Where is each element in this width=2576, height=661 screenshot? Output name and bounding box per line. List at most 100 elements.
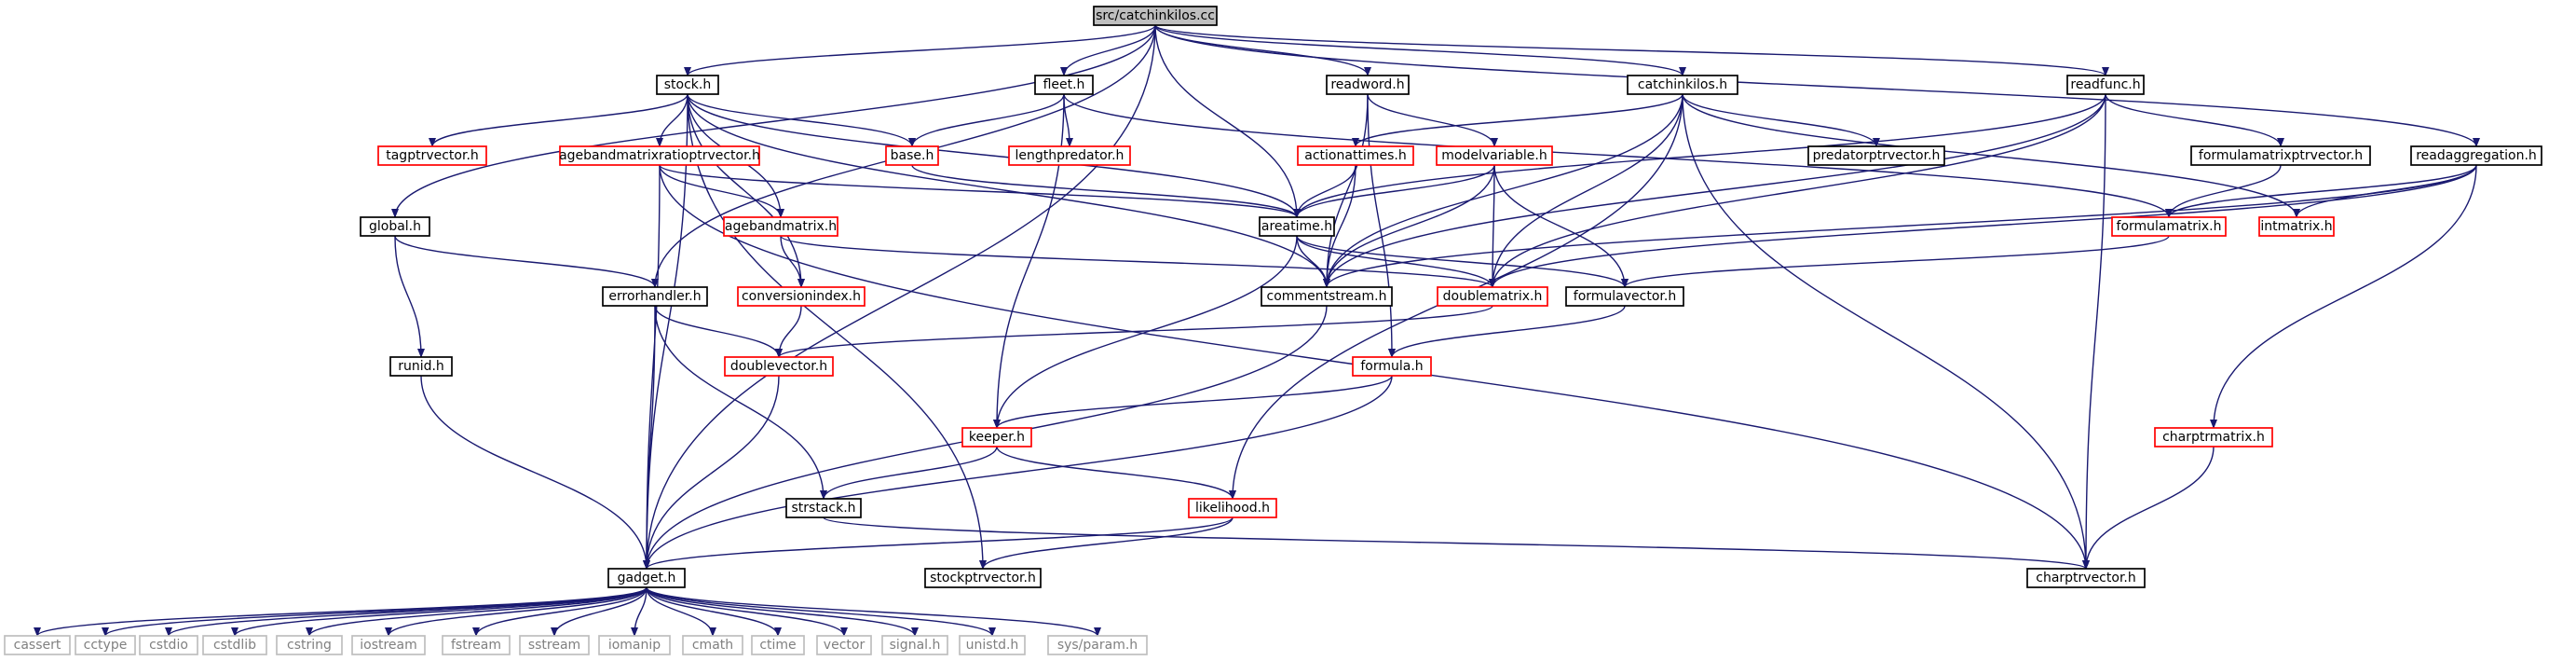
- node-box: [607, 568, 686, 588]
- node-base_h[interactable]: base.h: [885, 145, 939, 166]
- node-stock_h[interactable]: stock.h: [656, 75, 719, 95]
- edge-agebandmatrixratioptrvector_h-to-gadget_h: [643, 164, 661, 570]
- node-label: keeper.h: [969, 430, 1025, 445]
- node-formula_h[interactable]: formula.h: [1352, 356, 1432, 377]
- node-cassert: cassert: [4, 635, 71, 655]
- node-box: [1807, 145, 1945, 166]
- node-formulamatrixptrvector_h[interactable]: formulamatrixptrvector.h: [2190, 145, 2371, 166]
- node-lengthpredator_h[interactable]: lengthpredator.h: [1008, 145, 1131, 166]
- node-label: doublevector.h: [730, 359, 827, 374]
- node-keeper_h[interactable]: keeper.h: [961, 427, 1032, 448]
- node-formulamatrix_h[interactable]: formulamatrix.h: [2111, 216, 2227, 237]
- node-label: readaggregation.h: [2416, 148, 2537, 163]
- edge-errorhandler_h-to-strstack_h: [654, 305, 827, 500]
- node-label: gadget.h: [618, 571, 676, 585]
- node-stockptrvector_h[interactable]: stockptrvector.h: [924, 568, 1042, 588]
- node-strstack_h[interactable]: strstack.h: [785, 498, 862, 518]
- edge-catchinkilos_h-to-predatorptrvector_h: [1682, 93, 1880, 147]
- node-label: formulamatrix.h: [2117, 219, 2222, 234]
- edge-catchinkilos_h-to-intmatrix_h: [1682, 93, 2300, 218]
- edge-readword_h-to-commentstream_h: [1323, 93, 1369, 288]
- node-modelvariable_h[interactable]: modelvariable.h: [1436, 145, 1553, 166]
- edge-stock_h-to-conversionindex_h: [687, 93, 805, 288]
- node-cctype: cctype: [75, 635, 136, 655]
- node-box: [442, 635, 511, 655]
- node-box: [2154, 427, 2273, 448]
- node-readaggregation_h[interactable]: readaggregation.h: [2410, 145, 2542, 166]
- node-box: [959, 635, 1026, 655]
- edge-stock_h-to-base_h: [687, 93, 916, 147]
- edge-fleet_h-to-keeper_h: [993, 93, 1065, 429]
- edge-conversionindex_h-to-doublevector_h: [775, 305, 802, 358]
- node-label: predatorptrvector.h: [1813, 148, 1941, 163]
- node-doublevector_h[interactable]: doublevector.h: [724, 356, 834, 377]
- edge-agebandmatrixratioptrvector_h-to-areatime_h: [659, 164, 1301, 218]
- node-box: [75, 635, 136, 655]
- node-catchinkilos_h[interactable]: catchinkilos.h: [1627, 75, 1738, 95]
- node-box: [602, 286, 708, 307]
- edge-readfunc_h-to-formulamatrixptrvector_h: [2105, 93, 2284, 147]
- node-agebandmatrix_h[interactable]: agebandmatrix.h: [723, 216, 838, 237]
- node-tagptrvector_h[interactable]: tagptrvector.h: [377, 145, 487, 166]
- node-box: [276, 635, 343, 655]
- node-box: [2190, 145, 2371, 166]
- node-formulavector_h[interactable]: formulavector.h: [1565, 286, 1684, 307]
- node-box: [377, 145, 487, 166]
- node-box: [139, 635, 198, 655]
- node-intmatrix_h[interactable]: intmatrix.h: [2258, 216, 2335, 237]
- node-agebandmatrixratioptrvector_h[interactable]: agebandmatrixratioptrvector.h: [559, 145, 760, 166]
- edge-likelihood_h-to-gadget_h: [643, 516, 1233, 570]
- node-box: [881, 635, 948, 655]
- node-box: [360, 216, 430, 237]
- node-catchinkilos_cc[interactable]: src/catchinkilos.cc: [1093, 6, 1218, 26]
- edge-areatime_h-to-commentstream_h: [1296, 235, 1330, 288]
- node-label: unistd.h: [966, 638, 1019, 653]
- node-box: [924, 568, 1042, 588]
- node-iostream: iostream: [351, 635, 426, 655]
- node-box: [785, 498, 862, 518]
- node-predatorptrvector_h[interactable]: predatorptrvector.h: [1807, 145, 1945, 166]
- edge-charptrmatrix_h-to-charptrvector_h: [2082, 446, 2215, 570]
- edge-errorhandler_h-to-doublevector_h: [654, 305, 783, 358]
- node-ctime: ctime: [751, 635, 805, 655]
- node-box: [1008, 145, 1131, 166]
- node-box: [2410, 145, 2542, 166]
- edge-modelvariable_h-to-doublematrix_h: [1489, 164, 1497, 288]
- edge-formula_h-to-keeper_h: [993, 375, 1393, 429]
- edge-catchinkilos_cc-to-gadget_h: [643, 24, 1156, 570]
- node-actionattimes_h[interactable]: actionattimes.h: [1297, 145, 1414, 166]
- node-gadget_h[interactable]: gadget.h: [607, 568, 686, 588]
- node-global_h[interactable]: global.h: [360, 216, 430, 237]
- node-box: [737, 286, 865, 307]
- edge-readaggregation_h-to-commentstream_h: [1323, 164, 2477, 288]
- node-likelihood_h[interactable]: likelihood.h: [1188, 498, 1277, 518]
- node-label: signal.h: [890, 638, 941, 653]
- edge-global_h-to-errorhandler_h: [394, 235, 659, 288]
- node-box: [351, 635, 426, 655]
- node-cmath: cmath: [682, 635, 743, 655]
- edge-stock_h-to-agebandmatrixratioptrvector_h: [656, 93, 688, 147]
- node-fleet_h[interactable]: fleet.h: [1034, 75, 1094, 95]
- node-box: [1259, 216, 1335, 237]
- node-charptrmatrix_h[interactable]: charptrmatrix.h: [2154, 427, 2273, 448]
- node-charptrvector_h[interactable]: charptrvector.h: [2026, 568, 2146, 588]
- node-box: [1565, 286, 1684, 307]
- edge-stock_h-to-tagptrvector_h: [429, 93, 688, 147]
- node-commentstream_h[interactable]: commentstream.h: [1261, 286, 1393, 307]
- edge-catchinkilos_cc-to-stock_h: [684, 24, 1156, 76]
- edge-gadget_h-to-cstdlib: [231, 586, 647, 637]
- node-readword_h[interactable]: readword.h: [1326, 75, 1410, 95]
- node-label: catchinkilos.h: [1638, 77, 1727, 92]
- edge-stock_h-to-areatime_h: [687, 93, 1301, 218]
- node-runid_h[interactable]: runid.h: [389, 356, 453, 377]
- node-box: [885, 145, 939, 166]
- node-conversionindex_h[interactable]: conversionindex.h: [737, 286, 865, 307]
- edge-areatime_h-to-keeper_h: [993, 235, 1298, 429]
- node-doublematrix_h[interactable]: doublematrix.h: [1437, 286, 1548, 307]
- node-box: [598, 635, 671, 655]
- node-areatime_h[interactable]: areatime.h: [1259, 216, 1335, 237]
- node-box: [1627, 75, 1738, 95]
- node-errorhandler_h[interactable]: errorhandler.h: [602, 286, 708, 307]
- node-readfunc_h[interactable]: readfunc.h: [2066, 75, 2145, 95]
- node-box: [389, 356, 453, 377]
